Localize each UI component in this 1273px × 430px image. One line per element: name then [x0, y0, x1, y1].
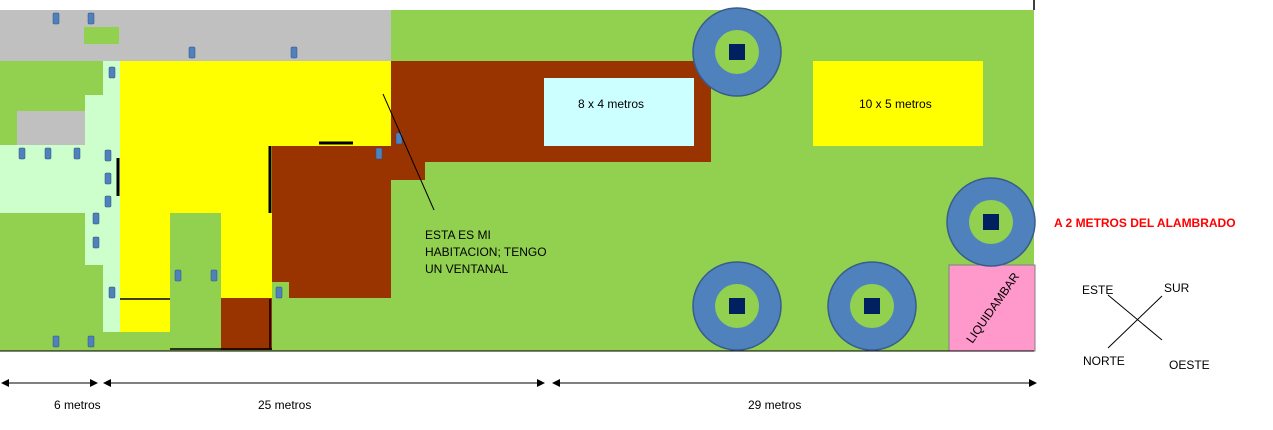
small-markers	[18, 12, 403, 348]
room-note-line: ESTA ES MI	[425, 228, 491, 242]
compass-norte: NORTE	[1083, 354, 1125, 368]
trees	[692, 7, 1036, 351]
marker	[290, 46, 298, 59]
tree	[946, 177, 1036, 267]
tree	[827, 261, 917, 351]
compass-oeste: OESTE	[1169, 358, 1210, 372]
marker	[108, 66, 116, 79]
room-note: ESTA ES MI HABITACION; TENGO UN VENTANAL	[425, 227, 547, 278]
marker	[73, 147, 81, 160]
deck-small	[221, 298, 272, 350]
marker	[104, 172, 112, 185]
compass-sur: SUR	[1164, 281, 1190, 295]
compass-este: ESTE	[1082, 283, 1114, 297]
marker	[275, 286, 283, 299]
note-pointer-line	[382, 93, 435, 211]
paved-area-small	[17, 111, 85, 145]
dimension-label-25m: 25 metros	[258, 398, 312, 412]
compass-line	[1107, 295, 1163, 349]
marker	[52, 335, 60, 348]
marker	[92, 212, 100, 225]
marker	[210, 269, 218, 282]
marker	[18, 147, 26, 160]
compass-line	[1107, 294, 1163, 341]
lawn-patch	[84, 27, 119, 44]
marker	[395, 132, 403, 145]
marker	[87, 12, 95, 25]
marker	[52, 12, 60, 25]
marker	[108, 286, 116, 299]
patio	[0, 61, 120, 332]
dimension-label-29m: 29 metros	[748, 398, 802, 412]
house-inner-lawn	[170, 213, 221, 350]
garden-box	[813, 61, 983, 146]
room-note-line: UN VENTANAL	[425, 262, 509, 276]
tree	[692, 261, 782, 351]
fence-note: A 2 METROS DEL ALAMBRADO	[1054, 216, 1236, 230]
marker	[188, 46, 196, 59]
house	[120, 61, 391, 332]
liquidambar-box	[948, 264, 1036, 352]
marker	[375, 147, 383, 160]
pool	[544, 78, 694, 146]
garden-box-label: 10 x 5 metros	[859, 97, 932, 111]
marker	[87, 335, 95, 348]
paved-area	[0, 10, 391, 61]
dimension-label-6m: 6 metros	[54, 398, 101, 412]
room-note-line: HABITACION; TENGO	[425, 245, 547, 259]
marker	[92, 236, 100, 249]
marker	[104, 149, 112, 162]
marker	[104, 195, 112, 208]
tree	[692, 7, 782, 97]
marker	[44, 147, 52, 160]
marker	[174, 269, 182, 282]
pool-label: 8 x 4 metros	[578, 97, 645, 111]
